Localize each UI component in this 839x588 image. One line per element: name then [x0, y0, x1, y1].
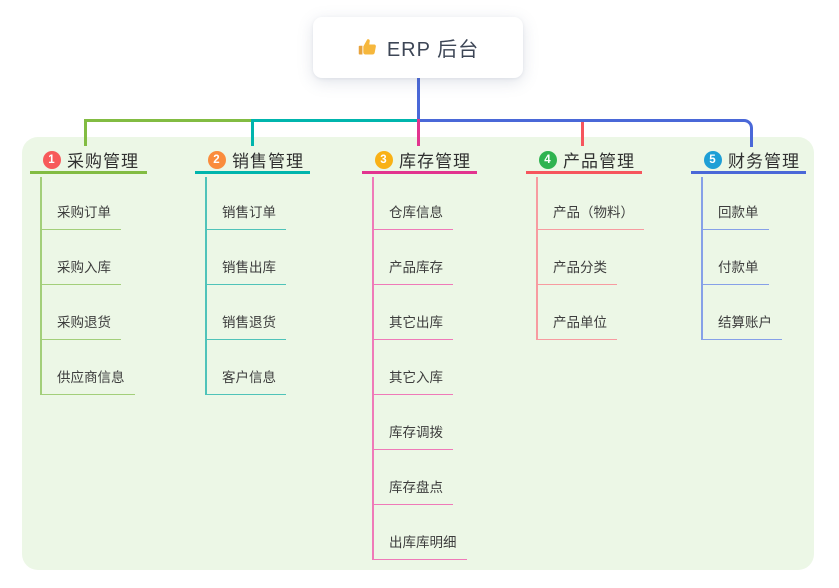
- mindmap-node-item[interactable]: 产品（物料）: [536, 203, 644, 230]
- root-node-erp-backend[interactable]: ERP 后台: [313, 17, 523, 78]
- mindmap-node-item[interactable]: 回款单: [701, 203, 769, 230]
- branch-connector-line: [536, 177, 538, 339]
- branch-inventory: 3 库存管理 仓库信息产品库存其它出库其它入库库存调拨库存盘点出库库明细: [362, 148, 477, 560]
- branch-label: 销售管理: [232, 152, 304, 171]
- connector-drop-inventory: [417, 119, 420, 146]
- connector-root-drop: [417, 78, 420, 120]
- branch-label: 产品管理: [563, 152, 635, 171]
- mindmap-background-panel: [22, 137, 814, 570]
- branch-label: 采购管理: [67, 152, 139, 171]
- mindmap-node-item[interactable]: 付款单: [701, 258, 769, 285]
- mindmap-node-item[interactable]: 库存盘点: [372, 478, 453, 505]
- mindmap-node-item[interactable]: 其它出库: [372, 313, 453, 340]
- branch-connector-line: [205, 177, 207, 394]
- branch-number-badge: 2: [208, 150, 226, 169]
- mindmap-node-item[interactable]: 供应商信息: [40, 368, 135, 395]
- connector-drop-sales: [251, 119, 254, 146]
- branch-product-header[interactable]: 4 产品管理: [526, 148, 642, 174]
- connector-bus-blue: [419, 119, 753, 147]
- branch-sales-header[interactable]: 2 销售管理: [195, 148, 310, 174]
- mindmap-node-item[interactable]: 客户信息: [205, 368, 286, 395]
- branch-purchase: 1 采购管理 采购订单采购入库采购退货供应商信息: [30, 148, 147, 395]
- connector-drop-purchase: [84, 119, 87, 146]
- branch-inventory-header[interactable]: 3 库存管理: [362, 148, 477, 174]
- branch-finance-header[interactable]: 5 财务管理: [691, 148, 806, 174]
- branch-purchase-header[interactable]: 1 采购管理: [30, 148, 147, 174]
- mindmap-node-item[interactable]: 仓库信息: [372, 203, 453, 230]
- thumbs-up-icon: [357, 37, 378, 58]
- mindmap-node-item[interactable]: 销售退货: [205, 313, 286, 340]
- mindmap-node-item[interactable]: 采购入库: [40, 258, 121, 285]
- branch-connector-line: [372, 177, 374, 559]
- mindmap-node-item[interactable]: 出库库明细: [372, 533, 467, 560]
- connector-bus-green: [84, 119, 253, 122]
- mindmap-node-item[interactable]: 产品分类: [536, 258, 617, 285]
- branch-connector-line: [701, 177, 703, 339]
- mindmap-node-item[interactable]: 结算账户: [701, 313, 782, 340]
- branch-sales: 2 销售管理 销售订单销售出库销售退货客户信息: [195, 148, 310, 395]
- branch-label: 库存管理: [399, 152, 471, 171]
- branch-finance: 5 财务管理 回款单付款单结算账户: [691, 148, 806, 340]
- connector-bus-teal: [251, 119, 420, 122]
- mindmap-node-item[interactable]: 采购退货: [40, 313, 121, 340]
- branch-product: 4 产品管理 产品（物料） 产品分类产品单位: [526, 148, 644, 340]
- mindmap-node-item[interactable]: 产品库存: [372, 258, 453, 285]
- mindmap-node-item[interactable]: 其它入库: [372, 368, 453, 395]
- branch-connector-line: [40, 177, 42, 394]
- branch-number-badge: 3: [375, 150, 393, 169]
- mindmap-node-item[interactable]: 产品单位: [536, 313, 617, 340]
- branch-label: 财务管理: [728, 152, 800, 171]
- branch-number-badge: 4: [539, 150, 557, 169]
- root-node-title: ERP 后台: [386, 39, 480, 61]
- mindmap-node-item[interactable]: 采购订单: [40, 203, 121, 230]
- connector-drop-product: [581, 122, 584, 146]
- mindmap-node-item[interactable]: 库存调拨: [372, 423, 453, 450]
- mindmap-node-item[interactable]: 销售订单: [205, 203, 286, 230]
- mindmap-node-item[interactable]: 销售出库: [205, 258, 286, 285]
- branch-number-badge: 5: [704, 150, 722, 169]
- branch-number-badge: 1: [43, 150, 61, 169]
